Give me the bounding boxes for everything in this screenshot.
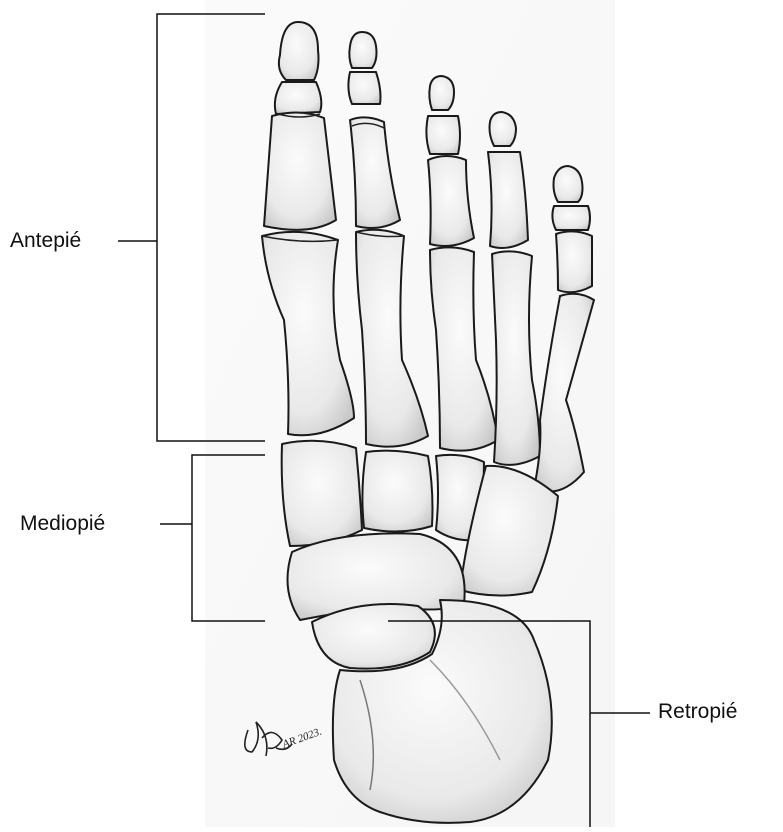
middle-phalanx-3: [426, 116, 460, 154]
medial-cuneiform: [282, 441, 362, 546]
intermediate-cuneiform: [362, 451, 432, 532]
talus: [312, 604, 435, 669]
distal-phalanx-5: [554, 166, 583, 202]
distal-phalanx-4: [490, 112, 517, 146]
hallux-phalanx-long: [264, 112, 336, 229]
label-retropie: Retropié: [658, 700, 737, 724]
proximal-phalanx-3: [428, 156, 474, 246]
distal-phalanx-2: [349, 32, 376, 68]
middle-phalanx-5: [552, 206, 590, 230]
middle-phalanx-4: [488, 152, 528, 248]
label-antepie: Antepié: [10, 229, 81, 253]
middle-phalanx-2: [348, 72, 380, 104]
proximal-phalanx-5: [556, 231, 592, 292]
distal-phalanx-1: [279, 22, 319, 80]
label-mediopie: Mediopié: [20, 512, 105, 536]
distal-phalanx-3: [429, 76, 454, 110]
proximal-phalanx-1: [275, 82, 321, 114]
